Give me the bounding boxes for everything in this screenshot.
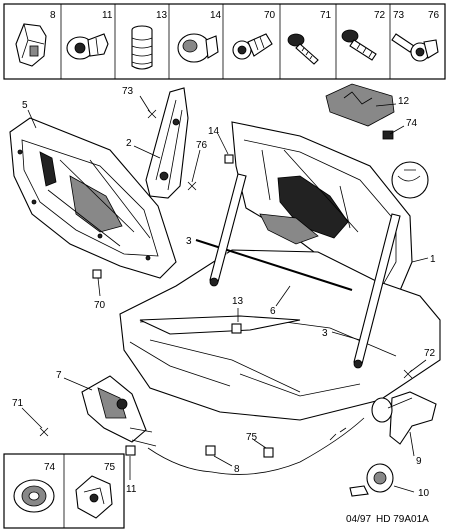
warning-symbol (391, 161, 429, 199)
release-cable (147, 417, 365, 475)
footer-date: 04/97 (346, 514, 371, 525)
cap-clip-icon (177, 33, 219, 63)
strip-label-74: 74 (44, 462, 56, 473)
screw-icon (287, 33, 319, 65)
footer-reference: HD 79A01A (376, 514, 429, 525)
callout-9: 9 (416, 456, 422, 467)
push-rivet-icon (66, 33, 109, 60)
callout-70: 70 (94, 300, 106, 311)
parts-strip-top: 8 11 13 14 70 71 72 73 76 (3, 3, 446, 80)
rubber-buffer-icon (131, 25, 153, 70)
callout-74: 74 (406, 118, 418, 129)
grommet-icon (13, 479, 55, 513)
bolt-washer-icon (391, 33, 439, 62)
callout-14: 14 (208, 126, 220, 137)
release-handle (371, 391, 437, 445)
strip-label-72: 72 (374, 10, 386, 21)
callout-10: 10 (418, 488, 430, 499)
strip-label-75: 75 (104, 462, 116, 473)
callout-3-right: 3 (322, 328, 328, 339)
callout-71: 71 (12, 398, 24, 409)
callout-76: 76 (196, 140, 208, 151)
strip-label-73: 73 (393, 10, 405, 21)
callout-7: 7 (56, 370, 62, 381)
callout-75: 75 (246, 432, 258, 443)
strip-label-11: 11 (102, 10, 113, 21)
parts-strip-bottom: 74 75 (3, 453, 125, 529)
plug-icon (232, 33, 273, 60)
bonnet-lock (81, 375, 157, 447)
strip-label-14: 14 (210, 10, 222, 21)
callout-3-left: 3 (186, 236, 192, 247)
callout-72: 72 (424, 348, 436, 359)
bolt-icon (341, 29, 377, 61)
callout-12: 12 (398, 96, 410, 107)
strip-label-13: 13 (156, 10, 168, 21)
car-body (119, 249, 441, 421)
callout-6: 6 (270, 306, 276, 317)
callout-5: 5 (22, 100, 28, 111)
callout-73: 73 (122, 86, 134, 97)
callout-13: 13 (232, 296, 244, 307)
callout-11: 11 (126, 484, 137, 495)
bonnet-open (231, 121, 413, 307)
fastener-74 (382, 130, 394, 140)
clip-icon (15, 23, 47, 67)
callout-1: 1 (430, 254, 436, 265)
strip-label-76: 76 (428, 10, 440, 21)
fastener-markers (39, 109, 413, 458)
bonnet-underside-panel (9, 117, 177, 279)
strip-label-70: 70 (264, 10, 276, 21)
callout-8: 8 (234, 464, 240, 475)
leader-lines (21, 95, 429, 493)
cable-end-fitting (349, 463, 394, 497)
badge-emblem (325, 83, 395, 140)
strip-label-8: 8 (50, 10, 56, 21)
callout-numbers: 1 2 3 3 5 6 7 8 9 10 11 12 13 14 70 71 7… (12, 86, 436, 499)
hinge-bracket (145, 87, 189, 199)
gas-struts (209, 173, 401, 369)
cable-clip-icon (75, 475, 113, 519)
strip-label-71: 71 (320, 10, 332, 21)
callout-2: 2 (126, 138, 132, 149)
